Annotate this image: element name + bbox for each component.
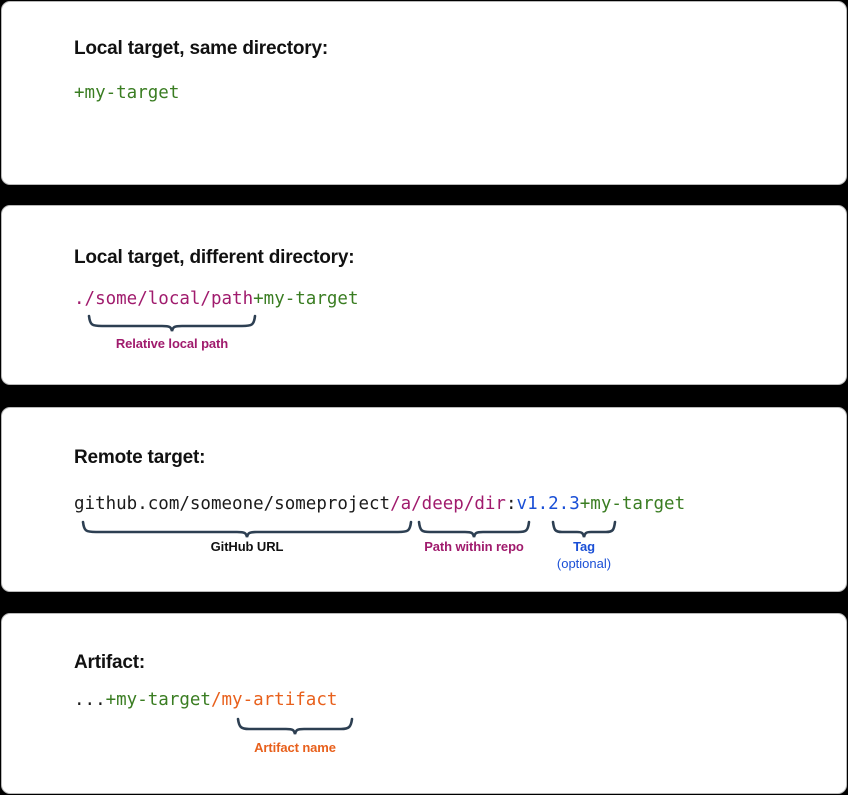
code-token-relative-path: ./some/local/path: [74, 289, 254, 309]
panel-heading: Artifact:: [74, 652, 146, 673]
code-token-tag: v1.2.3: [516, 494, 580, 514]
code-expression: ./some/local/path+my-target: [74, 289, 359, 309]
code-token-repo-path: /a/deep/dir: [390, 494, 506, 514]
code-token-target: +my-target: [253, 289, 359, 309]
code-token-ellipsis: ...: [74, 690, 106, 710]
annotation-github-url-label: GitHub URL: [210, 539, 284, 554]
annotation-tag-label: Tag: [573, 539, 595, 554]
code-expression: ...+my-target/my-artifact: [74, 690, 338, 710]
code-token-github-url: github.com/someone/someproject: [74, 494, 391, 514]
panel-remote-target: Remote target: github.com/someone/somepr…: [1, 407, 847, 592]
brace-github-url: [80, 520, 414, 538]
code-expression: +my-target: [74, 83, 180, 103]
code-token-target: +my-target: [105, 690, 211, 710]
panel-heading: Local target, same directory:: [74, 38, 328, 59]
brace-artifact-name: [235, 717, 355, 735]
annotation-artifact-name-label: Artifact name: [254, 740, 336, 755]
brace-relative-path: [86, 314, 258, 332]
code-token-colon: :: [505, 494, 517, 514]
annotation-tag-sublabel: (optional): [556, 556, 612, 571]
panel-heading: Remote target:: [74, 447, 206, 468]
code-expression: github.com/someone/someproject/a/deep/di…: [74, 494, 686, 514]
panel-local-same-directory: Local target, same directory: +my-target: [1, 1, 847, 185]
panel-artifact: Artifact: ...+my-target/my-artifact Arti…: [1, 613, 847, 794]
annotation-relative-path-label: Relative local path: [115, 336, 229, 351]
panel-heading: Local target, different directory:: [74, 247, 355, 268]
brace-repo-path: [416, 520, 532, 538]
brace-tag: [550, 520, 618, 538]
code-token-artifact: /my-artifact: [210, 690, 338, 710]
annotation-repo-path-label: Path within repo: [424, 539, 524, 554]
code-token-target: +my-target: [579, 494, 686, 514]
code-token-target: +my-target: [74, 83, 180, 103]
panel-local-different-directory: Local target, different directory: ./som…: [1, 205, 847, 385]
